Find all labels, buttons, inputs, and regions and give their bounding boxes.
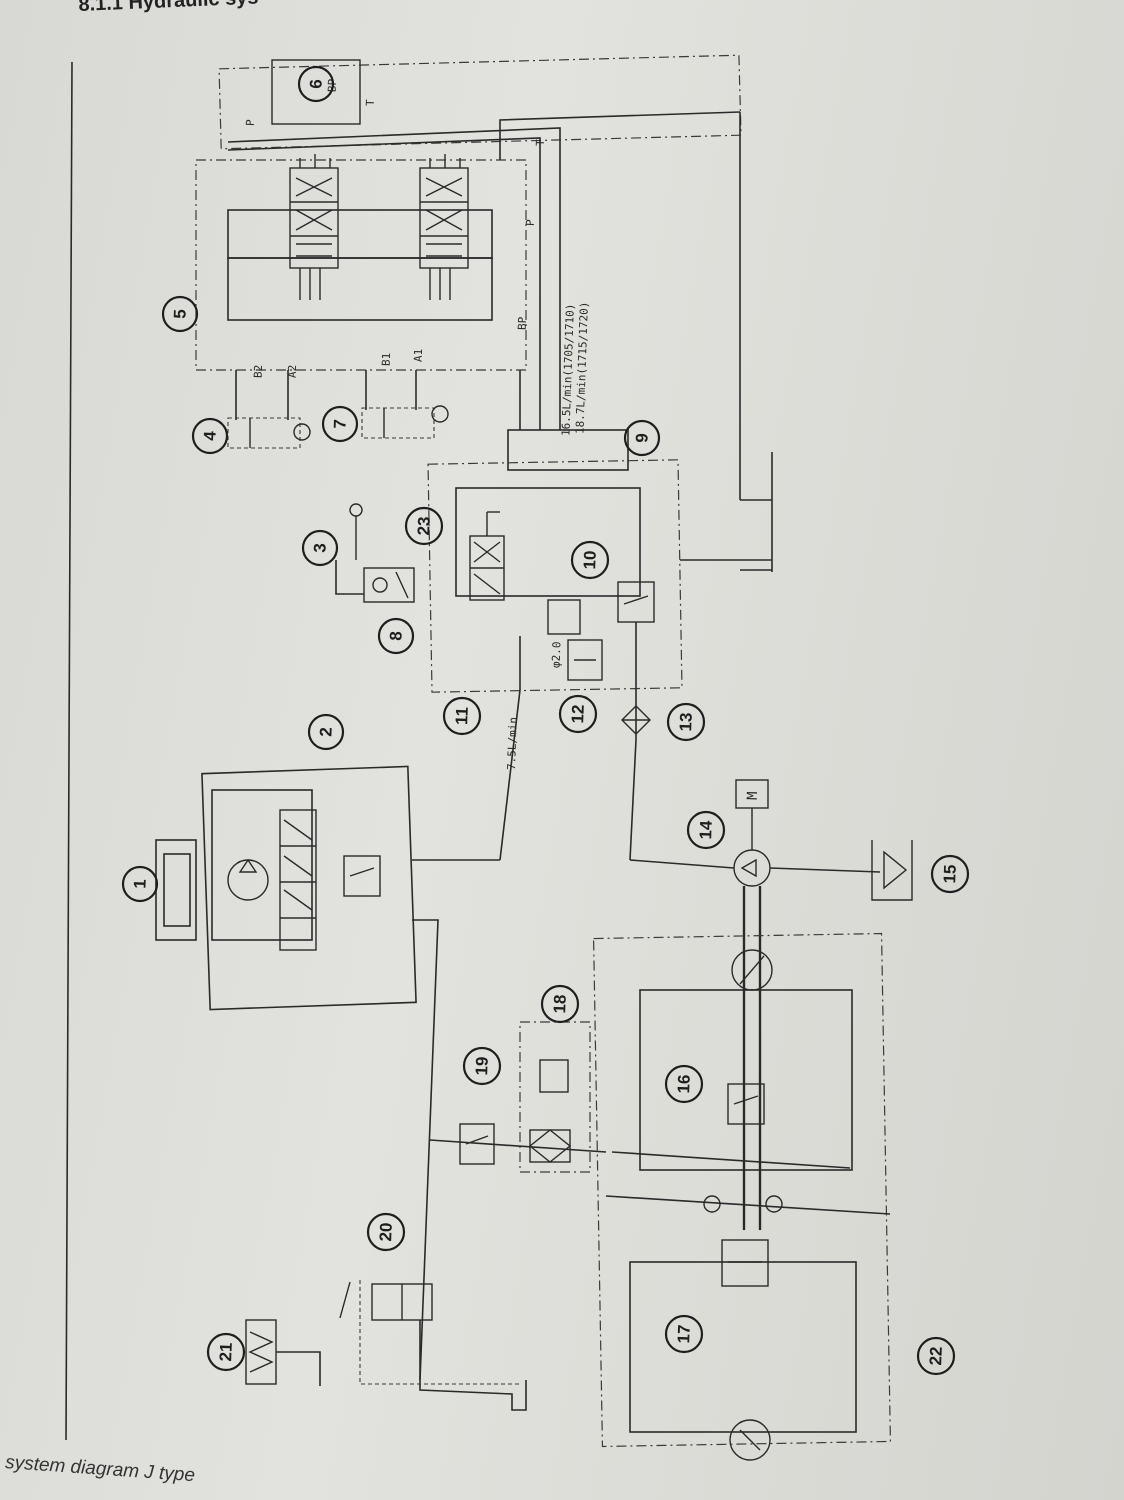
component-2-valve-block <box>201 765 417 1011</box>
component-14-motor-pump <box>629 779 881 1230</box>
component-9-manifold <box>427 429 683 693</box>
callout-22: 22 <box>916 1336 956 1376</box>
component-20-hand-pump <box>339 1280 527 1411</box>
callout-11: 11 <box>442 696 482 736</box>
svg-text:2: 2 <box>316 727 335 737</box>
svg-text:13: 13 <box>676 712 696 732</box>
port-label-t-top: T <box>364 99 377 106</box>
component-15-tank <box>871 840 913 901</box>
callout-17: 17 <box>664 1314 704 1354</box>
component-10-relief-valve <box>617 581 655 700</box>
component-4-cylinder <box>227 417 311 449</box>
callout-7: 7 <box>321 405 359 443</box>
svg-text:10: 10 <box>580 550 600 570</box>
component-16-relief <box>639 949 853 1171</box>
svg-text:8: 8 <box>386 631 405 641</box>
callout-20: 20 <box>366 1212 406 1252</box>
orifice-label: φ2.0 <box>550 641 564 668</box>
port-label-p-right: P <box>524 219 537 226</box>
svg-text:20: 20 <box>376 1222 396 1242</box>
svg-text:23: 23 <box>414 516 434 536</box>
svg-text:6: 6 <box>306 79 325 89</box>
component-1-cylinder <box>155 839 197 941</box>
port-label-t-right: T <box>534 139 547 146</box>
component-7-cylinder <box>361 405 449 439</box>
svg-text:11: 11 <box>452 707 472 726</box>
component-22-power-unit <box>592 932 892 1448</box>
flow-label-2: 18.7L/min(1715/1720) <box>573 301 591 434</box>
callout-23: 23 <box>404 506 444 546</box>
callout-15: 15 <box>930 854 970 894</box>
component-19-check-valve <box>429 1123 607 1165</box>
callout-10: 10 <box>570 540 610 580</box>
port-label-b1: B1 <box>380 353 393 367</box>
svg-text:9: 9 <box>632 433 651 443</box>
callout-18: 18 <box>540 984 580 1024</box>
callout-16: 16 <box>664 1064 704 1104</box>
component-8-check-valve <box>335 560 415 603</box>
motor-label: M <box>745 791 761 800</box>
svg-text:18: 18 <box>550 994 570 1014</box>
callout-14: 14 <box>686 810 726 850</box>
port-label-a1: A1 <box>412 349 425 363</box>
flow-label-1: 16.5L/min(1705/1710) <box>559 303 577 436</box>
port-label-a2: A2 <box>286 365 299 379</box>
svg-text:3: 3 <box>310 543 329 553</box>
callout-21: 21 <box>206 1332 246 1372</box>
svg-text:22: 22 <box>926 1346 946 1366</box>
callout-4: 4 <box>191 417 229 455</box>
component-21-accumulator <box>245 1319 321 1386</box>
callout-3: 3 <box>301 529 339 567</box>
callout-12: 12 <box>558 694 598 734</box>
component-3-gauge <box>349 503 363 560</box>
component-5-control-valve <box>195 154 527 371</box>
svg-text:15: 15 <box>940 864 960 884</box>
callout-1: 1 <box>121 865 159 903</box>
callout-13: 13 <box>666 702 706 742</box>
component-13-filter <box>621 705 651 735</box>
svg-text:14: 14 <box>696 820 716 840</box>
svg-text:16: 16 <box>674 1074 694 1094</box>
svg-text:4: 4 <box>200 430 219 441</box>
svg-text:17: 17 <box>674 1324 694 1344</box>
svg-text:19: 19 <box>472 1056 492 1076</box>
component-6-pump <box>218 54 742 150</box>
svg-text:7: 7 <box>330 419 349 429</box>
svg-text:21: 21 <box>216 1342 236 1362</box>
callout-5: 5 <box>161 295 199 333</box>
svg-text:12: 12 <box>568 704 588 724</box>
component-23-valve <box>469 511 505 601</box>
callout-9: 9 <box>623 419 661 457</box>
component-17-valve <box>629 1195 857 1461</box>
port-label-b2: B2 <box>252 365 265 379</box>
flow-label-3: 7.5L/min <box>505 717 520 770</box>
page-margin-line <box>65 61 73 1441</box>
port-label-p-top: P <box>244 119 257 126</box>
callout-6: 6 <box>297 65 335 103</box>
svg-text:1: 1 <box>130 879 149 889</box>
port-label-bp-right: BP <box>516 316 529 330</box>
component-12-relief-valve <box>519 599 603 690</box>
callout-19: 19 <box>462 1046 502 1086</box>
callout-2: 2 <box>307 713 345 751</box>
callout-8: 8 <box>377 617 415 655</box>
svg-text:5: 5 <box>170 309 189 319</box>
